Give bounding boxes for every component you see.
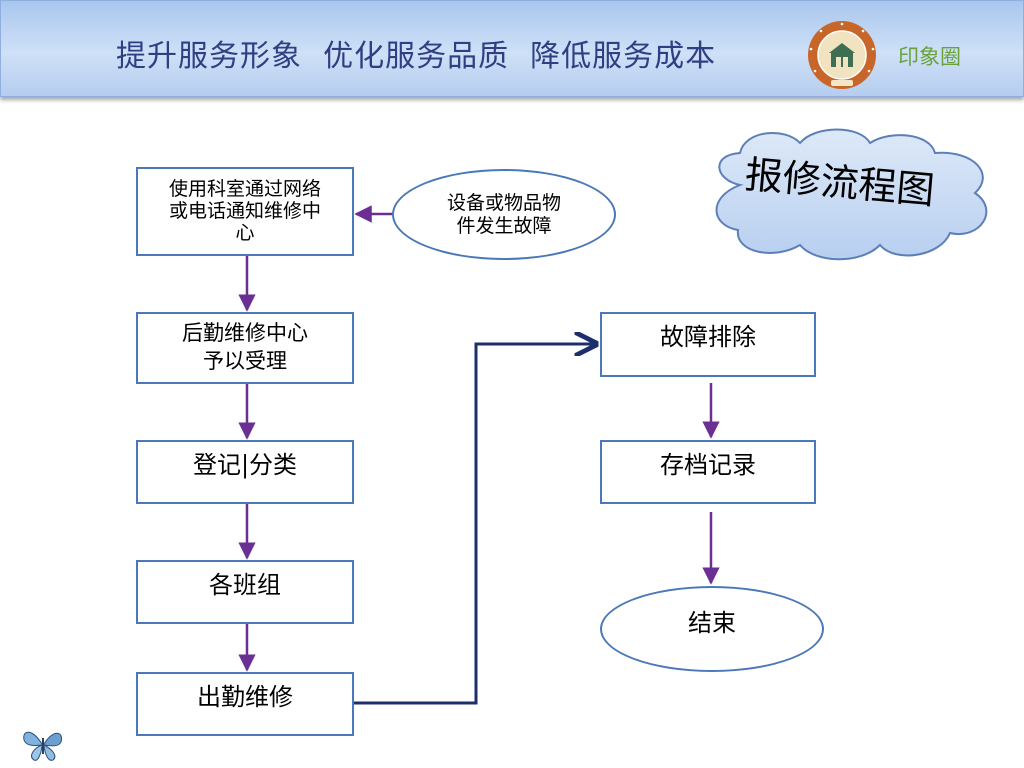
brand-name: 印象圈 xyxy=(898,45,961,69)
node-end-label: 结束 xyxy=(688,608,736,637)
node-archive-label: 存档记录 xyxy=(660,451,756,479)
node-register-classify: 登记|分类 xyxy=(136,440,354,504)
node-register-label: 登记|分类 xyxy=(192,451,298,479)
node-end: 结束 xyxy=(600,586,824,672)
arrow-dispatch-to-troubleshoot xyxy=(354,344,596,705)
node-notify-label: 使用科室通过网络或电话通知维修中心 xyxy=(168,178,321,244)
node-accept-label: 后勤维修中心予以受理 xyxy=(182,321,308,373)
node-notify-maintenance: 使用科室通过网络或电话通知维修中心 xyxy=(136,167,354,256)
node-fault-label: 设备或物品物件发生故障 xyxy=(446,191,561,237)
header-banner: 提升服务形象 优化服务品质 降低服务成本 印象圈 xyxy=(0,0,1024,97)
node-teams-label: 各班组 xyxy=(209,571,281,599)
title-cloud-shape xyxy=(715,128,988,261)
node-teams: 各班组 xyxy=(136,560,354,624)
node-archive-record: 存档记录 xyxy=(600,440,816,504)
butterfly-icon xyxy=(23,731,63,761)
header-slogan: 提升服务形象 优化服务品质 降低服务成本 xyxy=(116,39,717,74)
node-dispatch-label: 出勤维修 xyxy=(197,683,293,711)
hospital-logo-icon xyxy=(808,21,876,89)
node-troubleshoot: 故障排除 xyxy=(600,312,816,377)
node-fault-occurs: 设备或物品物件发生故障 xyxy=(392,169,616,260)
node-troubleshoot-label: 故障排除 xyxy=(660,323,756,351)
node-accept-request: 后勤维修中心予以受理 xyxy=(136,312,354,384)
node-dispatch-repair: 出勤维修 xyxy=(136,672,354,736)
